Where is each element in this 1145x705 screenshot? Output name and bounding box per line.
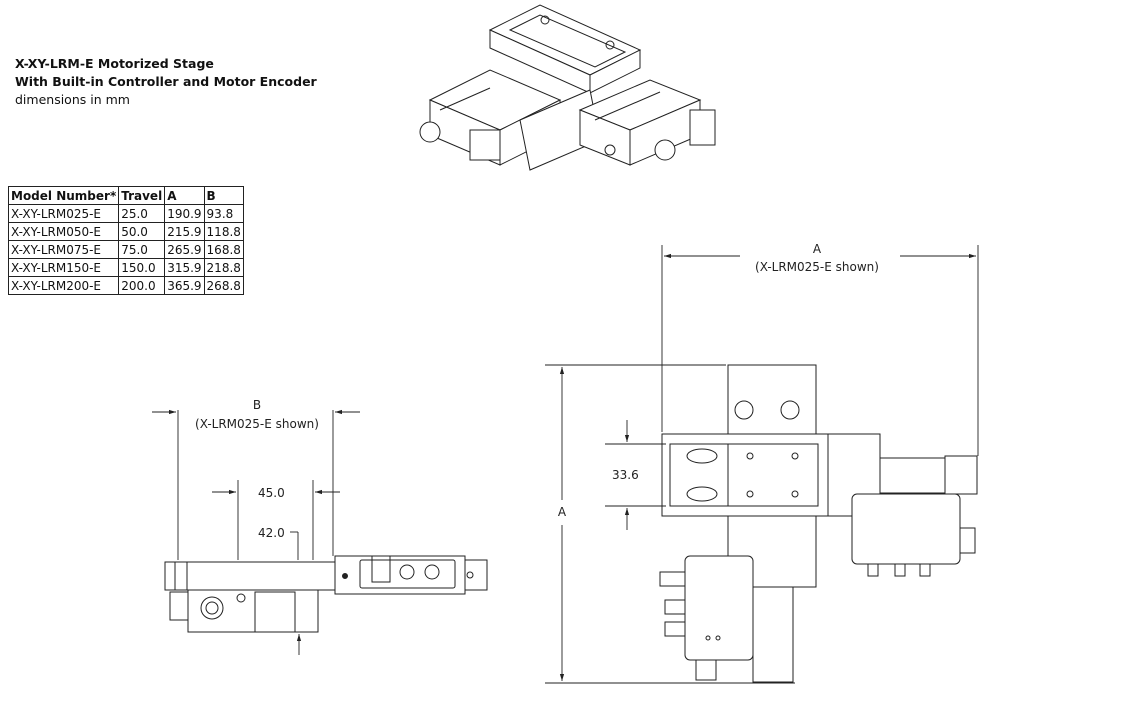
- top-dim-a-vertical-label: A: [558, 505, 567, 519]
- cell-b: 118.8: [203, 222, 244, 241]
- header-b: B: [203, 186, 244, 205]
- cell-b: 268.8: [203, 276, 244, 295]
- title-line-2: With Built-in Controller and Motor Encod…: [15, 74, 317, 89]
- isometric-stage-view: [419, 4, 716, 171]
- side-view-drawing: [164, 555, 488, 633]
- side-dim-b-note: (X-LRM025-E shown): [195, 417, 319, 431]
- table-row: X-XY-LRM075-E 75.0 265.9 168.8: [7, 240, 244, 259]
- title-line-1: X-XY-LRM-E Motorized Stage: [15, 56, 214, 71]
- side-dim-b-label: B: [253, 398, 261, 412]
- cell-travel: 150.0: [118, 258, 166, 277]
- dim-45-label: 45.0: [258, 486, 285, 500]
- cell-b: 93.8: [203, 204, 244, 223]
- dim-42-label: 42.0: [258, 526, 285, 540]
- table-row: X-XY-LRM050-E 50.0 215.9 118.8: [7, 222, 244, 241]
- cell-model: X-XY-LRM200-E: [7, 276, 120, 295]
- table-header-row: Model Number* Travel A B: [7, 186, 244, 205]
- top-dim-a-label: A: [813, 242, 822, 256]
- dim-33-6-label: 33.6: [612, 468, 639, 482]
- table-row: X-XY-LRM150-E 150.0 315.9 218.8: [7, 258, 244, 277]
- header-model: Model Number*: [7, 186, 120, 205]
- cell-travel: 200.0: [118, 276, 166, 295]
- cell-a: 190.9: [164, 204, 205, 223]
- top-dim-a-note: (X-LRM025-E shown): [755, 260, 879, 274]
- units-note: dimensions in mm: [15, 92, 130, 107]
- dimensions-table: Model Number* Travel A B X-XY-LRM025-E 2…: [7, 186, 244, 295]
- top-view-dimensions: [545, 245, 979, 684]
- title-block: X-XY-LRM-E Motorized Stage With Built-in…: [15, 55, 317, 108]
- top-view-drawing: [659, 364, 978, 683]
- cell-a: 315.9: [164, 258, 205, 277]
- table-row: X-XY-LRM200-E 200.0 365.9 268.8: [7, 276, 244, 295]
- cell-model: X-XY-LRM050-E: [7, 222, 120, 241]
- side-view-dimensions: [152, 409, 360, 655]
- cell-a: 365.9: [164, 276, 205, 295]
